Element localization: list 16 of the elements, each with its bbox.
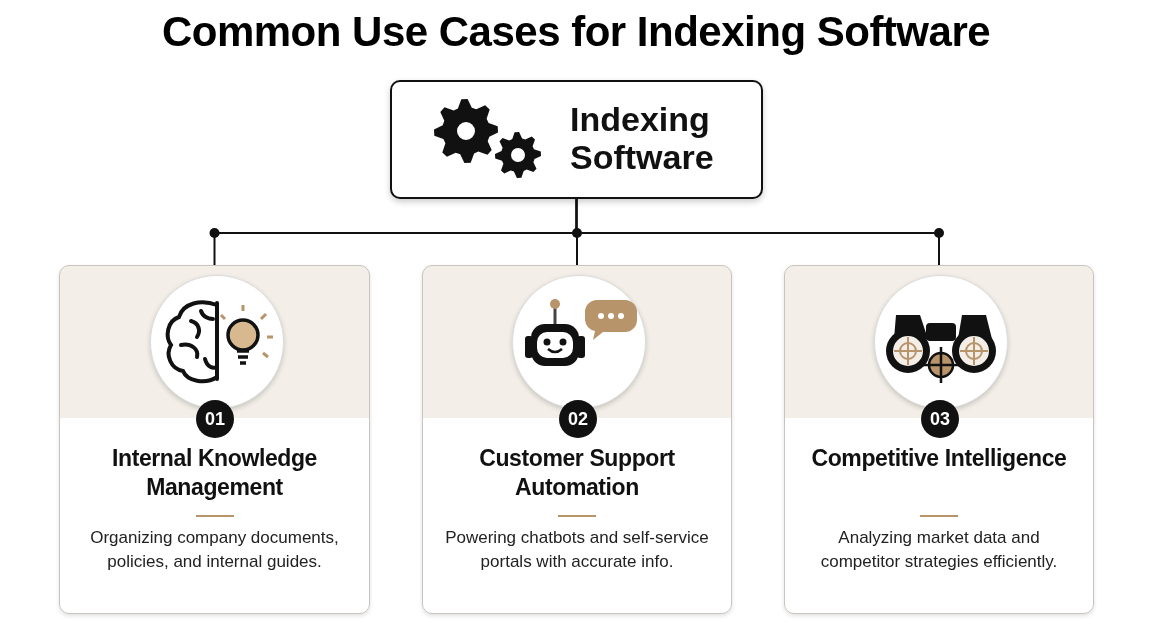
node-title: Indexing Software bbox=[570, 100, 715, 176]
card-heading: Customer Support Automation bbox=[478, 444, 676, 502]
connector bbox=[575, 198, 944, 266]
card-description: Powering chatbots and self-service portals with accurate info. bbox=[444, 527, 710, 573]
card-heading: Competitive Intelligence bbox=[810, 444, 1068, 473]
number-badge: 03 bbox=[921, 400, 959, 438]
number-badge: 01 bbox=[196, 400, 234, 438]
use-case-card bbox=[784, 265, 1094, 614]
card-description: Analyzing market data and competitor strategies efficiently. bbox=[819, 527, 1059, 573]
use-case-card bbox=[59, 265, 370, 614]
card-heading: Internal Knowledge Management bbox=[111, 444, 318, 502]
number-badge: 02 bbox=[559, 400, 597, 438]
diagram-title: Common Use Cases for Indexing Software bbox=[160, 8, 992, 56]
card-description: Organizing company documents, policies, and internal guides. bbox=[89, 527, 340, 573]
use-case-card bbox=[422, 265, 732, 614]
process-box bbox=[390, 80, 763, 199]
